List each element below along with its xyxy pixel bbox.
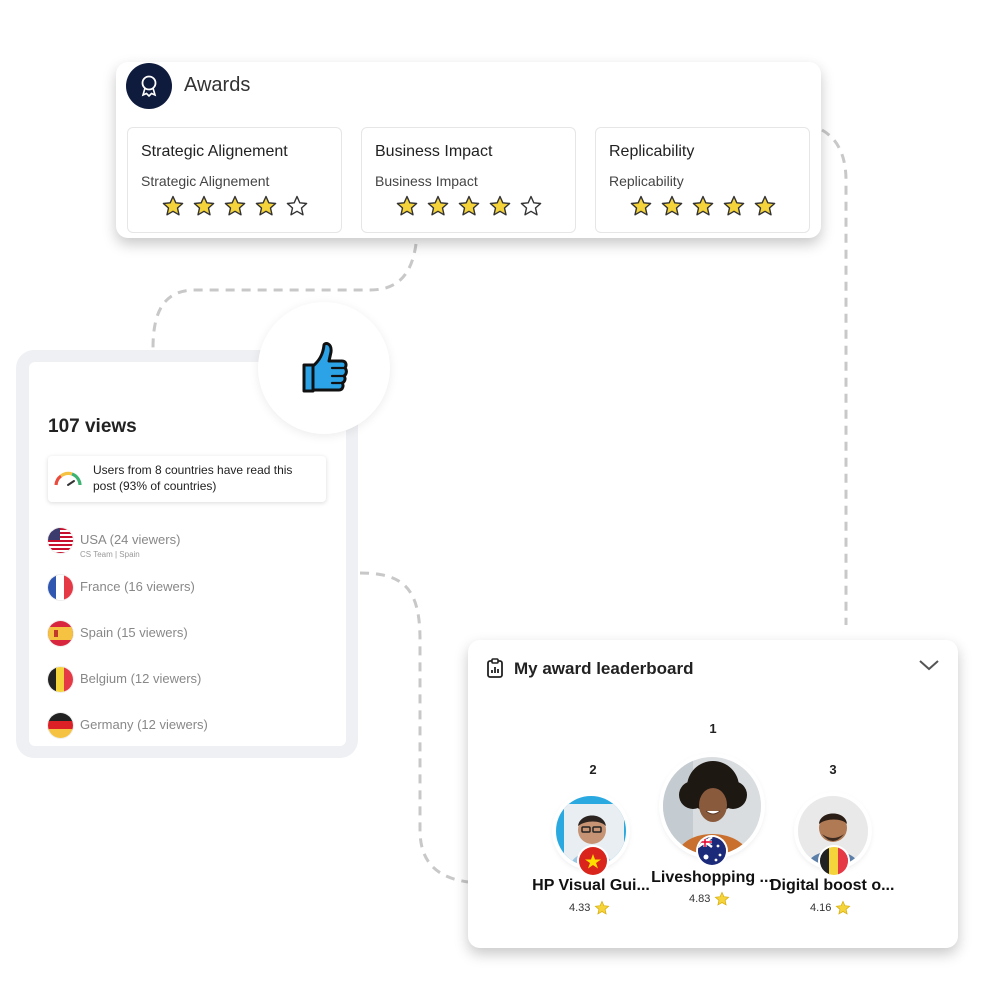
star-filled-icon[interactable]: [722, 194, 746, 218]
country-label: Belgium (12 viewers): [80, 671, 202, 686]
reach-text: Users from 8 countries have read this po…: [93, 463, 293, 493]
thumbs-up-badge: [258, 302, 390, 434]
award-subtitle: Business Impact: [375, 173, 478, 189]
leaderboard-entry-score: 4.16: [810, 900, 851, 916]
connector-awards-to-leaderboard: [821, 128, 848, 625]
star-rating[interactable]: [362, 194, 575, 218]
score-value: 4.16: [810, 902, 832, 914]
star-icon: [714, 891, 730, 906]
award-ribbon-icon: [126, 63, 172, 109]
views-count: 107 views: [48, 416, 137, 437]
country-meta-team: CS Team: [80, 550, 113, 559]
star-filled-icon[interactable]: [161, 194, 185, 218]
country-meta: CS Team | Spain: [80, 550, 140, 559]
star-filled-icon[interactable]: [753, 194, 777, 218]
belgium-flag-icon: [820, 847, 848, 875]
leaderboard-title: My award leaderboard: [514, 659, 694, 678]
leaderboard-entry-score: 4.33: [569, 900, 610, 916]
award-name: Replicability: [609, 143, 695, 160]
award-subtitle: Replicability: [609, 173, 684, 189]
gauge-icon: [54, 471, 82, 486]
score-value: 4.33: [569, 902, 591, 914]
rank-number: 1: [709, 721, 717, 736]
leaderboard-entry-name[interactable]: Liveshopping ...: [651, 869, 773, 886]
award-name: Strategic Alignement: [141, 143, 288, 160]
connector-views-to-leaderboard: [359, 571, 469, 884]
usa-flag-icon: [48, 528, 73, 553]
star-filled-icon[interactable]: [457, 194, 481, 218]
star-rating[interactable]: [596, 194, 809, 218]
star-filled-icon[interactable]: [488, 194, 512, 218]
award-item-strategic-alignement[interactable]: Strategic Alignement Strategic Alignemen…: [127, 127, 342, 233]
germany-flag-icon: [48, 713, 73, 738]
country-label: Germany (12 viewers): [80, 717, 208, 732]
france-flag-icon: [48, 575, 73, 600]
star-filled-icon[interactable]: [395, 194, 419, 218]
star-filled-icon[interactable]: [254, 194, 278, 218]
score-value: 4.83: [689, 893, 711, 905]
clipboard-chart-icon: [487, 658, 503, 678]
rank-number: 2: [589, 762, 597, 777]
star-empty-icon[interactable]: [519, 194, 543, 218]
rank-number: 3: [829, 762, 837, 777]
leaderboard-card: My award leaderboard 1 2 3 HP Visual Gui…: [468, 640, 958, 948]
country-label: USA (24 viewers): [80, 532, 181, 547]
award-item-replicability[interactable]: Replicability Replicability: [595, 127, 810, 233]
awards-title: Awards: [184, 74, 251, 96]
award-name: Business Impact: [375, 143, 493, 160]
australia-flag-icon: [698, 837, 726, 865]
vietnam-flag-icon: [579, 847, 607, 875]
star-filled-icon[interactable]: [192, 194, 216, 218]
star-icon: [594, 900, 610, 915]
star-filled-icon[interactable]: [426, 194, 450, 218]
award-item-business-impact[interactable]: Business Impact Business Impact: [361, 127, 576, 233]
awards-card: Awards Strategic Alignement Strategic Al…: [116, 62, 821, 238]
leaderboard-entry-name[interactable]: HP Visual Gui...: [532, 877, 650, 894]
star-filled-icon[interactable]: [223, 194, 247, 218]
leaderboard-entry-name[interactable]: Digital boost o...: [770, 877, 895, 894]
award-subtitle: Strategic Alignement: [141, 173, 270, 189]
reach-summary: Users from 8 countries have read this po…: [48, 456, 326, 502]
star-rating[interactable]: [128, 194, 341, 218]
chevron-down-icon[interactable]: [918, 658, 940, 672]
belgium-flag-icon: [48, 667, 73, 692]
star-filled-icon[interactable]: [691, 194, 715, 218]
star-filled-icon[interactable]: [660, 194, 684, 218]
thumbs-up-icon: [302, 342, 348, 393]
leaderboard-entry-score: 4.83: [689, 891, 730, 907]
country-label: France (16 viewers): [80, 579, 195, 594]
country-label: Spain (15 viewers): [80, 625, 188, 640]
spain-flag-icon: [48, 621, 73, 646]
star-filled-icon[interactable]: [629, 194, 653, 218]
country-meta-place: Spain: [119, 550, 140, 559]
star-empty-icon[interactable]: [285, 194, 309, 218]
connector-awards-to-views: [151, 243, 418, 349]
star-icon: [835, 900, 851, 915]
